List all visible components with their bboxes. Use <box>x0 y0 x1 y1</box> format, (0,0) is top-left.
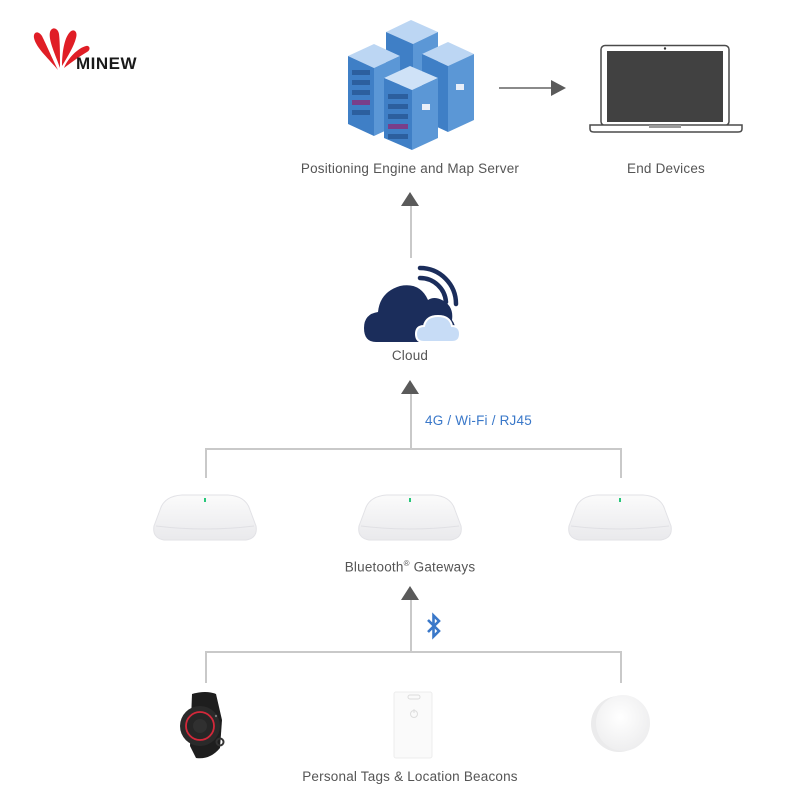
tags-label: Personal Tags & Location Beacons <box>302 769 518 784</box>
card-tag <box>391 690 435 762</box>
tags-to-gateway-line <box>410 600 412 652</box>
gateways-label-text: Bluetooth <box>344 559 404 575</box>
registered-mark: ® <box>403 559 410 568</box>
arrow-up-icon <box>401 192 419 206</box>
card-tag-icon <box>393 691 433 759</box>
uplink-protocols-label: 4G / Wi-Fi / RJ45 <box>425 413 532 428</box>
laptop-icon <box>589 44 743 133</box>
gateway-icon <box>153 494 257 541</box>
cloud-wireless-icon <box>364 265 462 343</box>
end-devices-node <box>588 44 744 136</box>
tags-branch-left <box>205 651 207 683</box>
gateway-device <box>567 490 673 544</box>
server-node <box>346 18 476 152</box>
gateway-icon <box>568 494 672 541</box>
gateway-branch-horizontal <box>205 448 621 450</box>
tags-branch-horizontal <box>205 651 621 653</box>
server-rack-icon <box>348 20 474 150</box>
gateway-to-cloud-line <box>410 394 412 448</box>
cloud-node <box>362 264 462 344</box>
minew-logo: MINEW <box>30 24 150 74</box>
gateway-icon <box>358 494 462 541</box>
server-to-devices-line <box>499 87 551 89</box>
server-label: Positioning Engine and Map Server <box>300 161 520 176</box>
cloud-to-server-line <box>410 206 412 258</box>
bluetooth-icon <box>427 612 441 640</box>
minew-logo-mark-icon <box>33 28 90 70</box>
arrow-up-icon <box>401 586 419 600</box>
wristband-tag <box>176 690 228 762</box>
gateway-branch-right <box>620 448 622 478</box>
gateway-device <box>152 490 258 544</box>
round-beacon <box>586 692 654 754</box>
brand-name: MINEW <box>76 54 138 73</box>
wristband-tag-icon <box>180 692 225 759</box>
round-beacon-icon <box>591 695 650 752</box>
bluetooth-link <box>426 612 442 640</box>
arrow-up-icon <box>401 380 419 394</box>
cloud-label: Cloud <box>391 348 429 363</box>
gateway-branch-left <box>205 448 207 478</box>
arrow-right-icon <box>551 80 566 96</box>
end-devices-label: End Devices <box>627 161 705 176</box>
tags-branch-right <box>620 651 622 683</box>
gateways-label: Bluetooth® Gateways <box>300 559 520 575</box>
gateway-device <box>357 490 463 544</box>
gateways-label-suffix: Gateways <box>409 559 476 575</box>
